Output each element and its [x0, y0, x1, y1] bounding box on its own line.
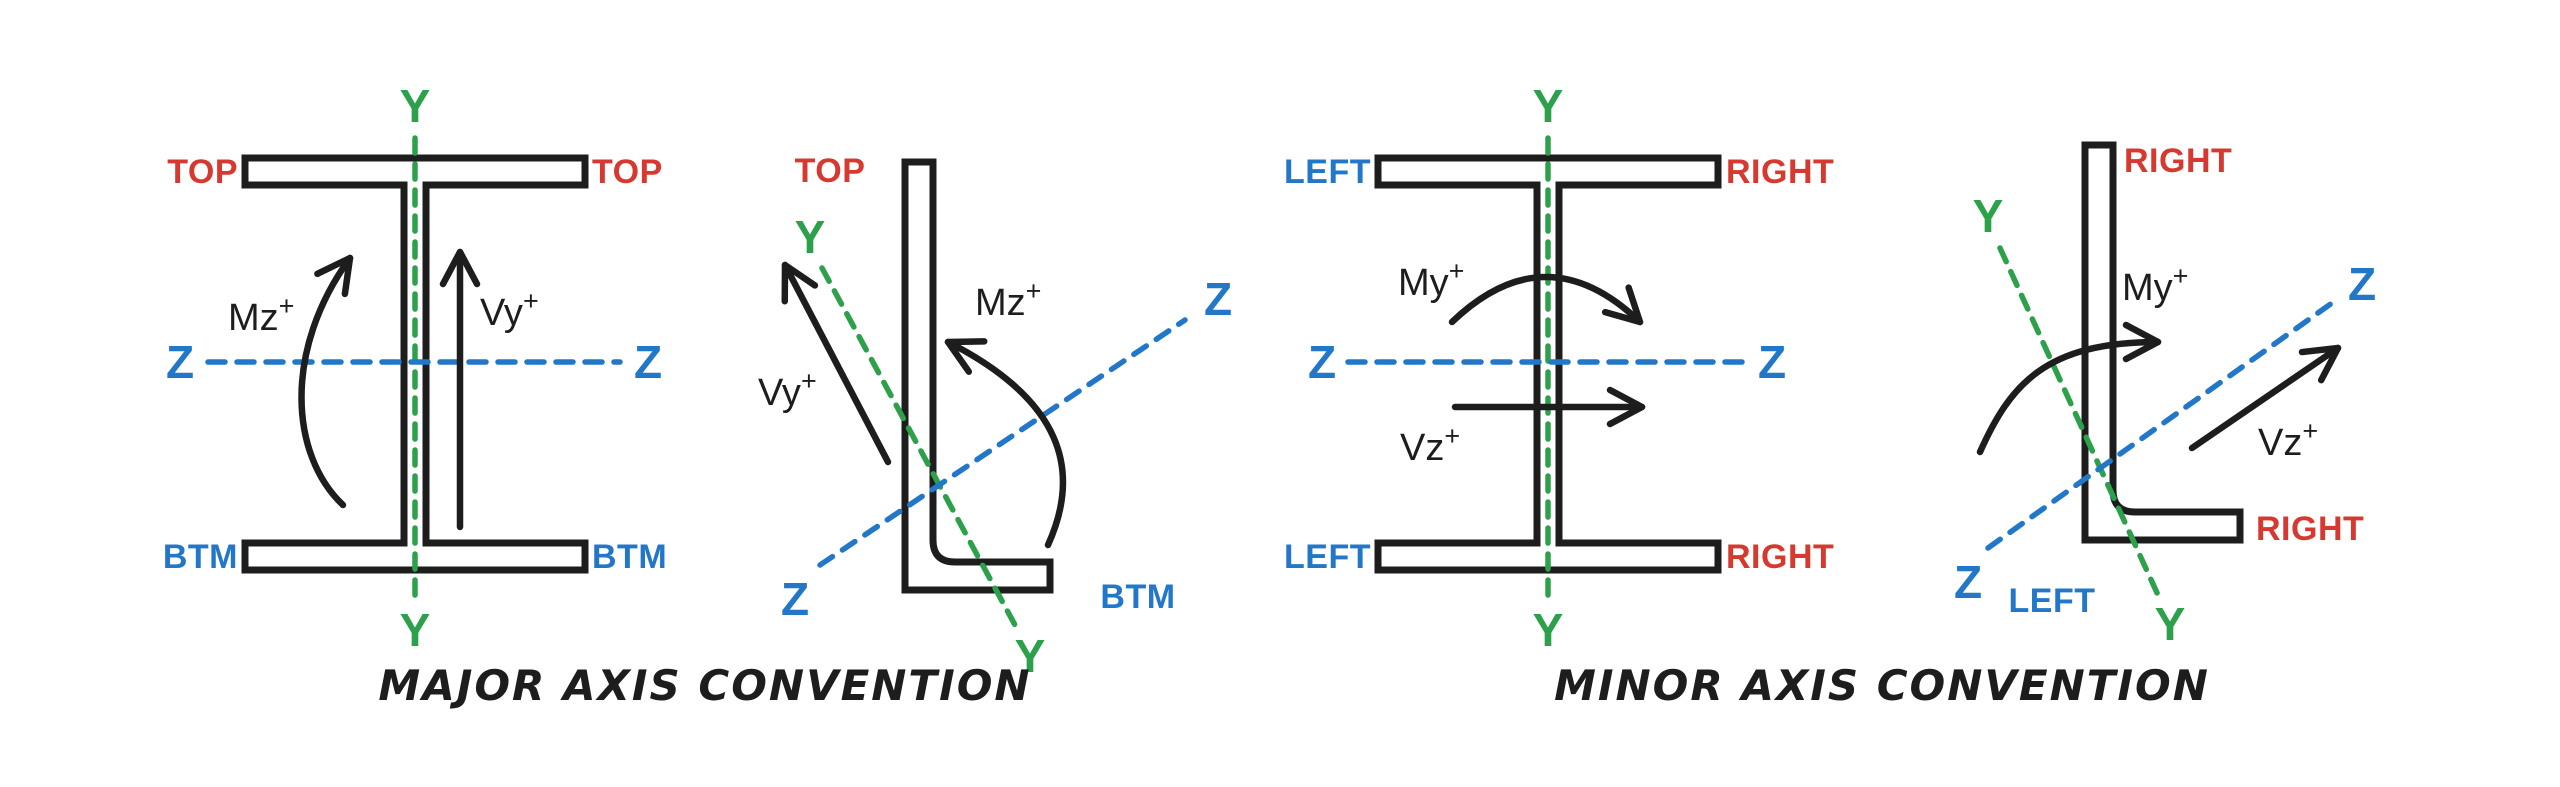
corner-label-top-left: TOP [167, 153, 238, 191]
angle-major-figure: Y Y Z Z TOP BTM Mz+ Vy+ [758, 152, 1232, 682]
corner-label-bottom-left: BTM [163, 538, 238, 576]
minor-axis-section: Y Y Z Z LEFT RIGHT LEFT RIGHT My+ Vz+ Y … [1284, 80, 2376, 710]
moment-arrow [944, 338, 1067, 549]
y-axis-label-top: Y [1533, 80, 1564, 132]
corner-label-top-right: TOP [592, 153, 663, 191]
z-axis-label-end: Z [1204, 273, 1232, 325]
moment-label: My+ [2122, 261, 2188, 309]
moment-label: My+ [1398, 256, 1464, 304]
shear-label: Vz+ [1400, 421, 1460, 469]
ibeam-minor-figure: Y Y Z Z LEFT RIGHT LEFT RIGHT My+ Vz+ [1284, 80, 1834, 656]
z-axis-label-end: Z [2348, 258, 2376, 310]
z-axis-line [817, 317, 1188, 568]
moment-arrow [1976, 321, 2162, 456]
moment-label: Mz+ [975, 276, 1041, 324]
corner-label-bottom-left: LEFT [2009, 582, 2096, 620]
y-axis-line [1997, 245, 2161, 598]
y-axis-line [819, 265, 1018, 628]
angle-minor-figure: Y Y Z Z RIGHT RIGHT LEFT My+ Vz+ [1954, 141, 2376, 650]
corner-label-bottom: BTM [1100, 578, 1175, 616]
y-axis-label-bottom: Y [400, 604, 431, 656]
z-axis-label-right: Z [634, 336, 662, 388]
shear-label: Vy+ [758, 366, 817, 414]
y-axis-label-bottom: Y [1533, 604, 1564, 656]
corner-label-right: RIGHT [2256, 510, 2364, 548]
z-axis-label-right: Z [1758, 336, 1786, 388]
z-axis-line [1985, 300, 2335, 551]
corner-label-bottom-right: BTM [592, 538, 667, 576]
z-axis-label-start: Z [781, 573, 809, 625]
angle-outline [901, 158, 1054, 594]
shear-label: Vy+ [480, 286, 539, 334]
ibeam-outline [1374, 154, 1722, 574]
z-axis-label-start: Z [1954, 556, 1982, 608]
z-axis-label-left: Z [166, 336, 194, 388]
y-axis-label-top: Y [400, 80, 431, 132]
corner-label-top: TOP [795, 152, 866, 190]
ibeam-major-figure: Y Y Z Z TOP TOP BTM BTM Mz+ Vy+ [163, 80, 667, 656]
moment-arrow [298, 254, 354, 509]
moment-arrow [1448, 273, 1644, 326]
shear-arrow [781, 261, 892, 466]
corner-label-top-right: RIGHT [1726, 153, 1834, 191]
corner-label-bottom-left: LEFT [1284, 538, 1371, 576]
moment-label: Mz+ [228, 291, 294, 339]
major-section-caption: MAJOR AXIS CONVENTION [378, 661, 1031, 710]
shear-label: Vz+ [2258, 416, 2318, 464]
minor-section-caption: MINOR AXIS CONVENTION [1554, 661, 2210, 710]
z-axis-label-left: Z [1308, 336, 1336, 388]
y-axis-label-top: Y [795, 211, 826, 263]
y-axis-label-bottom: Y [2155, 598, 2186, 650]
shear-arrow [2188, 344, 2342, 452]
corner-label-top-left: LEFT [1284, 153, 1371, 191]
y-axis-label-top: Y [1973, 190, 2004, 242]
corner-label-top: RIGHT [2124, 142, 2232, 180]
major-axis-section: Y Y Z Z TOP TOP BTM BTM Mz+ Vy+ Y Y Z [163, 80, 1232, 710]
corner-label-bottom-right: RIGHT [1726, 538, 1834, 576]
y-axis-label-bottom: Y [1015, 630, 1046, 682]
